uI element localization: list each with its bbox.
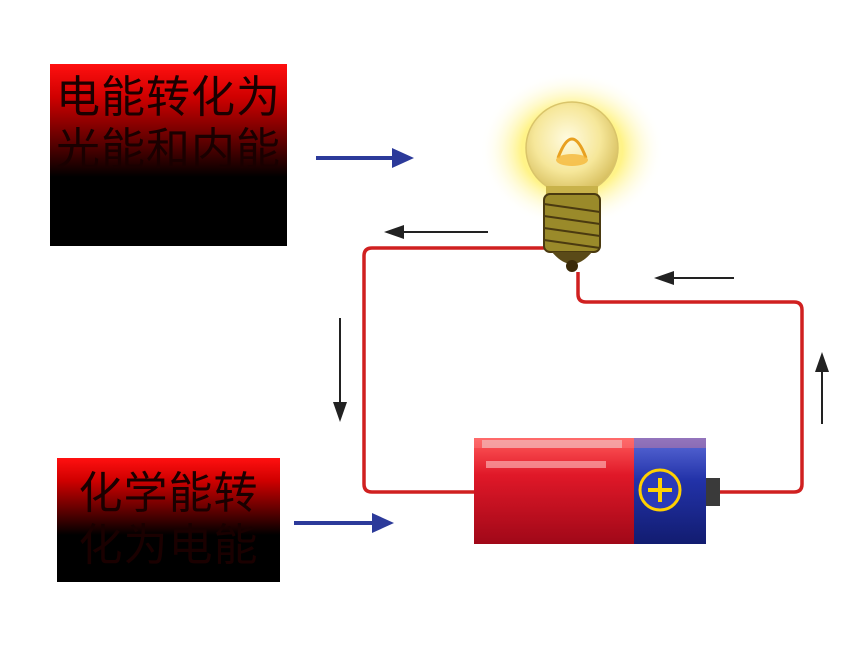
label-top-text: 电能转化为光能和内能 xyxy=(56,72,281,175)
light-bulb-icon xyxy=(480,72,664,272)
pointer-arrow-top xyxy=(316,148,414,168)
label-electric-to-light: 电能转化为光能和内能 xyxy=(50,64,287,246)
label-chemical-to-electric: 化学能转化为电能 xyxy=(57,458,280,582)
wire-right xyxy=(576,272,804,494)
current-arrow-top-left xyxy=(384,225,488,239)
pointer-arrow-bottom xyxy=(294,513,394,533)
current-arrow-top-right xyxy=(654,271,734,285)
current-arrow-left-down xyxy=(333,318,347,422)
current-arrow-right-up xyxy=(815,352,829,424)
wire-left xyxy=(362,246,548,494)
battery-icon xyxy=(474,438,720,544)
plus-terminal-icon xyxy=(638,468,682,512)
label-bottom-text: 化学能转化为电能 xyxy=(78,468,259,571)
